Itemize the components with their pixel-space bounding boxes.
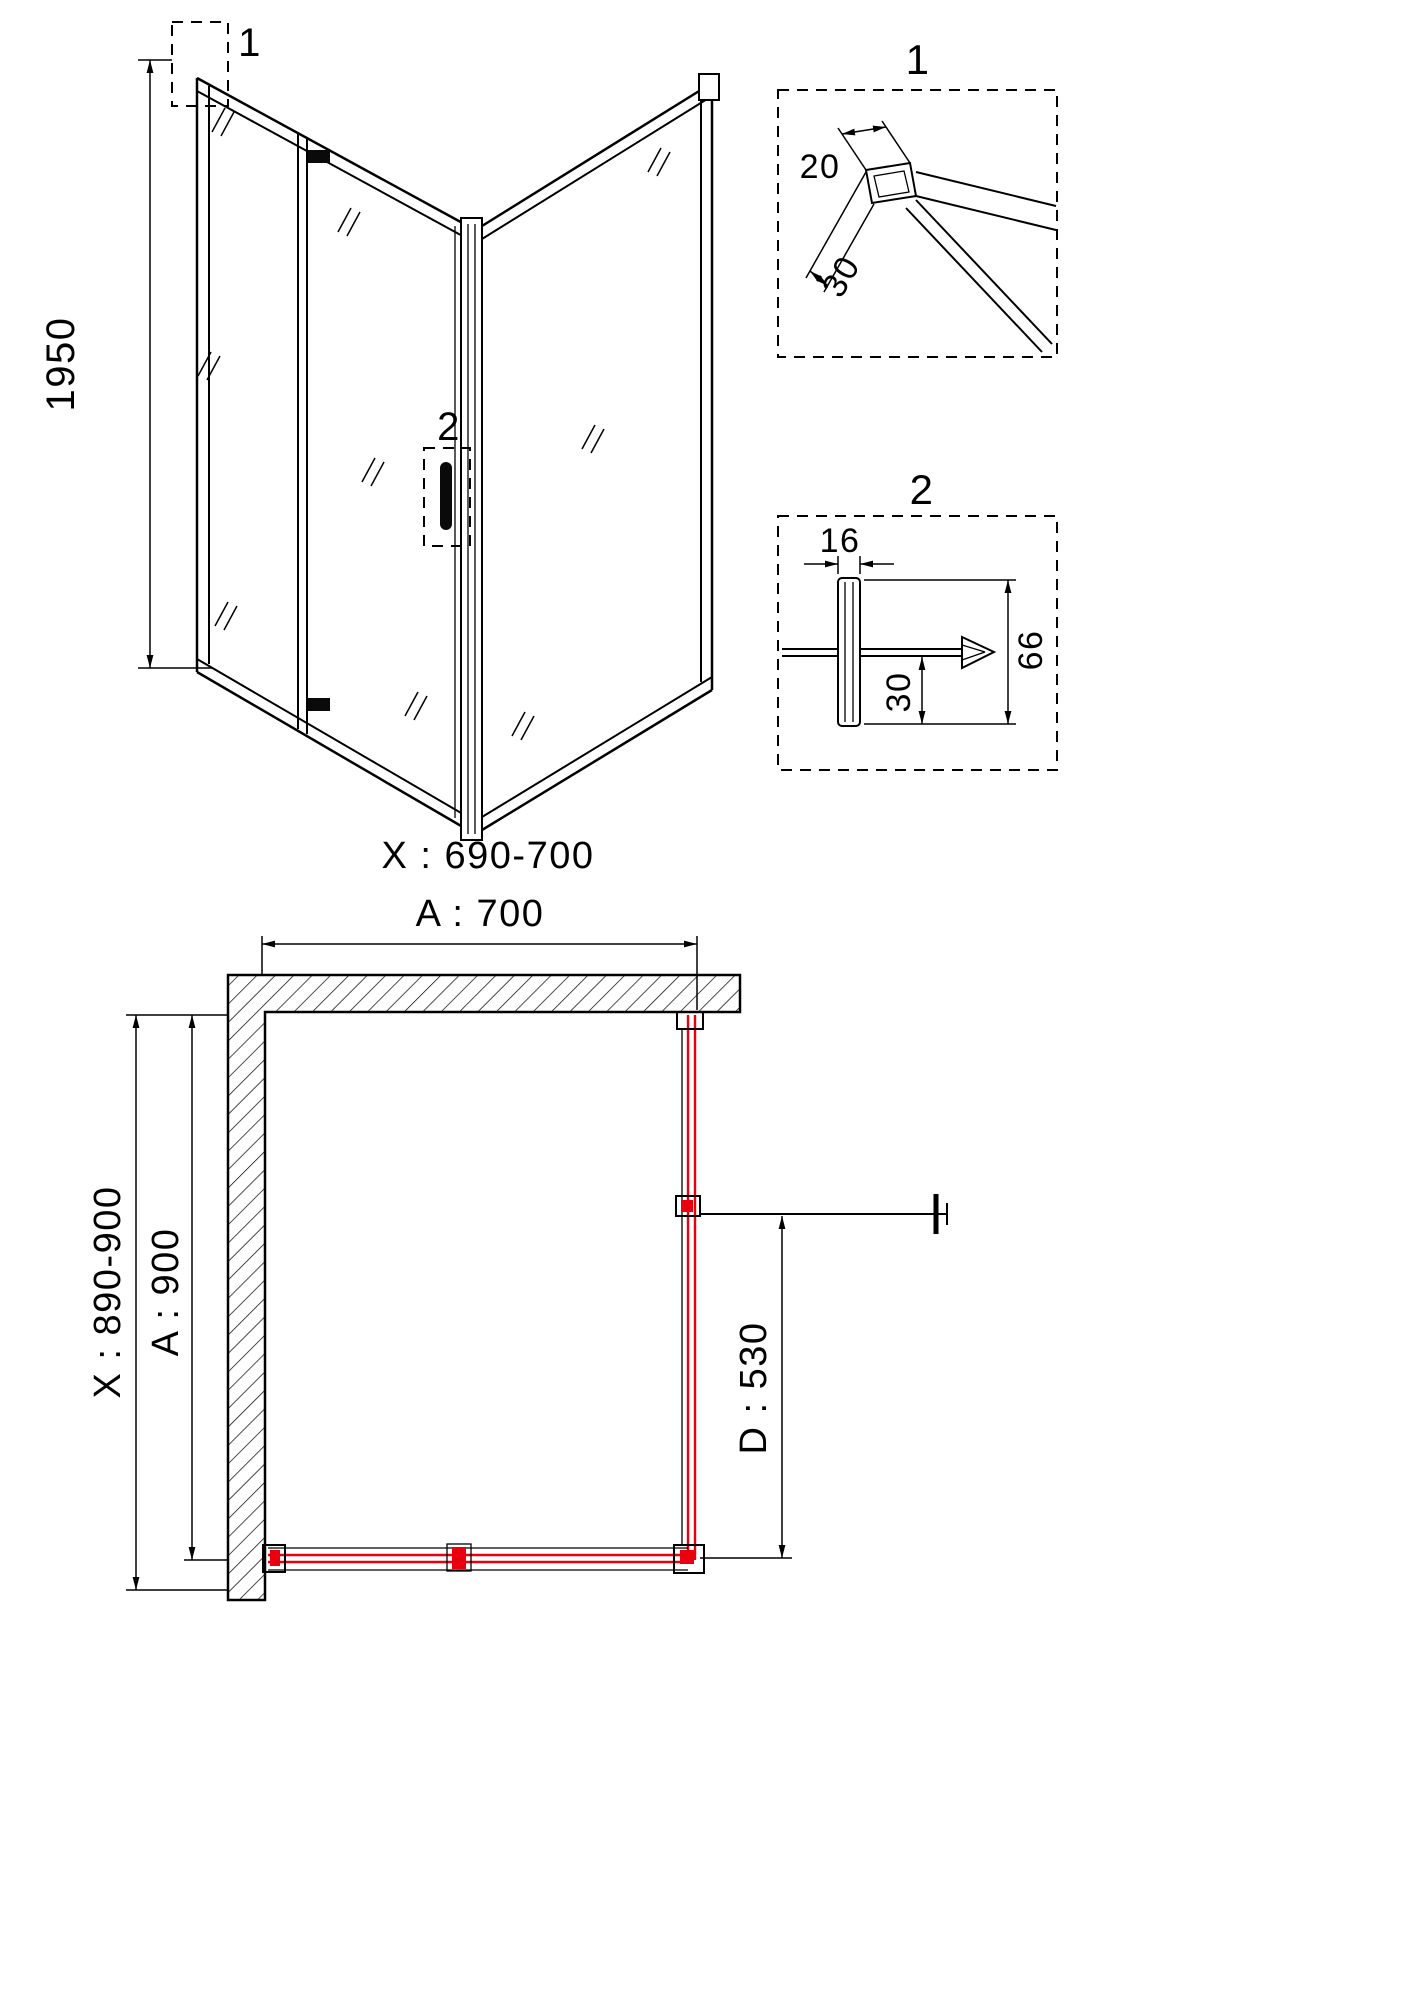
callout-1-label: 1 bbox=[238, 21, 262, 65]
detail-2-dim-16: 16 bbox=[804, 522, 894, 574]
plan-dim-door-label: D : 530 bbox=[733, 1321, 775, 1454]
corner-post bbox=[460, 73, 720, 841]
callout-2: 2 bbox=[423, 405, 471, 547]
front-glass-plan bbox=[262, 1543, 705, 1574]
height-dimension: 1950 bbox=[39, 59, 212, 669]
detail-2-border bbox=[777, 515, 1058, 771]
detail-1-dim-20: 20 bbox=[800, 120, 911, 186]
detail-2-dim-66-label: 66 bbox=[1012, 630, 1050, 671]
plan-view: A : 700 bbox=[87, 893, 948, 1602]
detail-1-border bbox=[777, 89, 1058, 358]
open-door-line bbox=[675, 1194, 948, 1234]
door-handle bbox=[440, 462, 452, 530]
door-hinge-bottom bbox=[308, 698, 330, 711]
detail-1-dim-30-label: 30 bbox=[815, 249, 868, 303]
detail-2-profile bbox=[837, 577, 861, 727]
detail-1-profile bbox=[864, 161, 1057, 353]
door-hinge-top bbox=[308, 150, 330, 163]
detail-2: 2 16 66 bbox=[777, 466, 1058, 771]
plan-dim-depth-inner-label: A : 900 bbox=[145, 1228, 187, 1357]
detail-1: 1 20 30 bbox=[777, 36, 1058, 358]
detail-2-dim-30: 30 bbox=[880, 657, 926, 724]
detail-2-dim-16-label: 16 bbox=[820, 522, 861, 560]
plan-dim-depth: A : 900 X : 890-900 bbox=[87, 1014, 228, 1591]
glass-reflection-marks bbox=[197, 107, 671, 741]
height-dimension-label: 1950 bbox=[39, 317, 83, 412]
detail-2-glass bbox=[782, 635, 997, 670]
plan-dim-width: A : 700 bbox=[261, 893, 698, 1010]
plan-dim-width-label: A : 700 bbox=[416, 893, 545, 935]
callout-2-label: 2 bbox=[437, 405, 461, 449]
side-wall-frame bbox=[481, 81, 714, 832]
walls-hatched bbox=[226, 973, 742, 1602]
plan-dim-door: D : 530 bbox=[700, 1216, 792, 1559]
detail-2-dim-66: 66 bbox=[864, 579, 1050, 725]
plan-dim-depth-outer-label: X : 890-900 bbox=[87, 1186, 129, 1399]
side-glass-plan bbox=[676, 1011, 704, 1560]
front-wall-frame bbox=[195, 76, 469, 832]
detail-2-label: 2 bbox=[910, 466, 935, 513]
perspective-view: 1 2 1950 X : 690-700 bbox=[39, 21, 720, 877]
detail-2-dim-30-label: 30 bbox=[880, 672, 918, 713]
detail-1-label: 1 bbox=[906, 36, 931, 83]
width-dimension-label: X : 690-700 bbox=[382, 835, 595, 877]
callout-1: 1 bbox=[171, 21, 262, 107]
detail-1-dim-20-label: 20 bbox=[800, 148, 841, 186]
detail-1-dim-30: 30 bbox=[805, 171, 875, 304]
